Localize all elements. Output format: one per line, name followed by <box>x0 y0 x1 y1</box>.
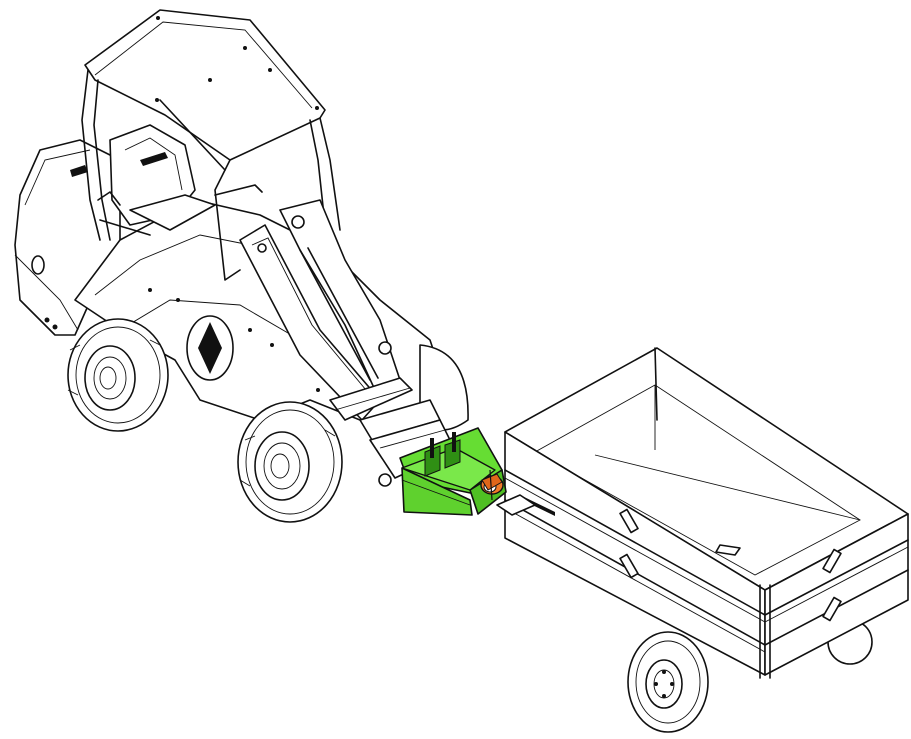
operator-seat <box>97 124 263 236</box>
trailer-box <box>496 347 909 679</box>
loader-arm <box>239 199 441 441</box>
loader-wheel-front <box>237 401 343 523</box>
loader-wheel-rear <box>67 318 169 432</box>
hitch-coupling <box>480 469 504 501</box>
compact-loader <box>14 9 469 523</box>
rops-cab <box>81 9 341 281</box>
trailer <box>496 347 909 733</box>
trailer-wheel <box>627 631 709 733</box>
